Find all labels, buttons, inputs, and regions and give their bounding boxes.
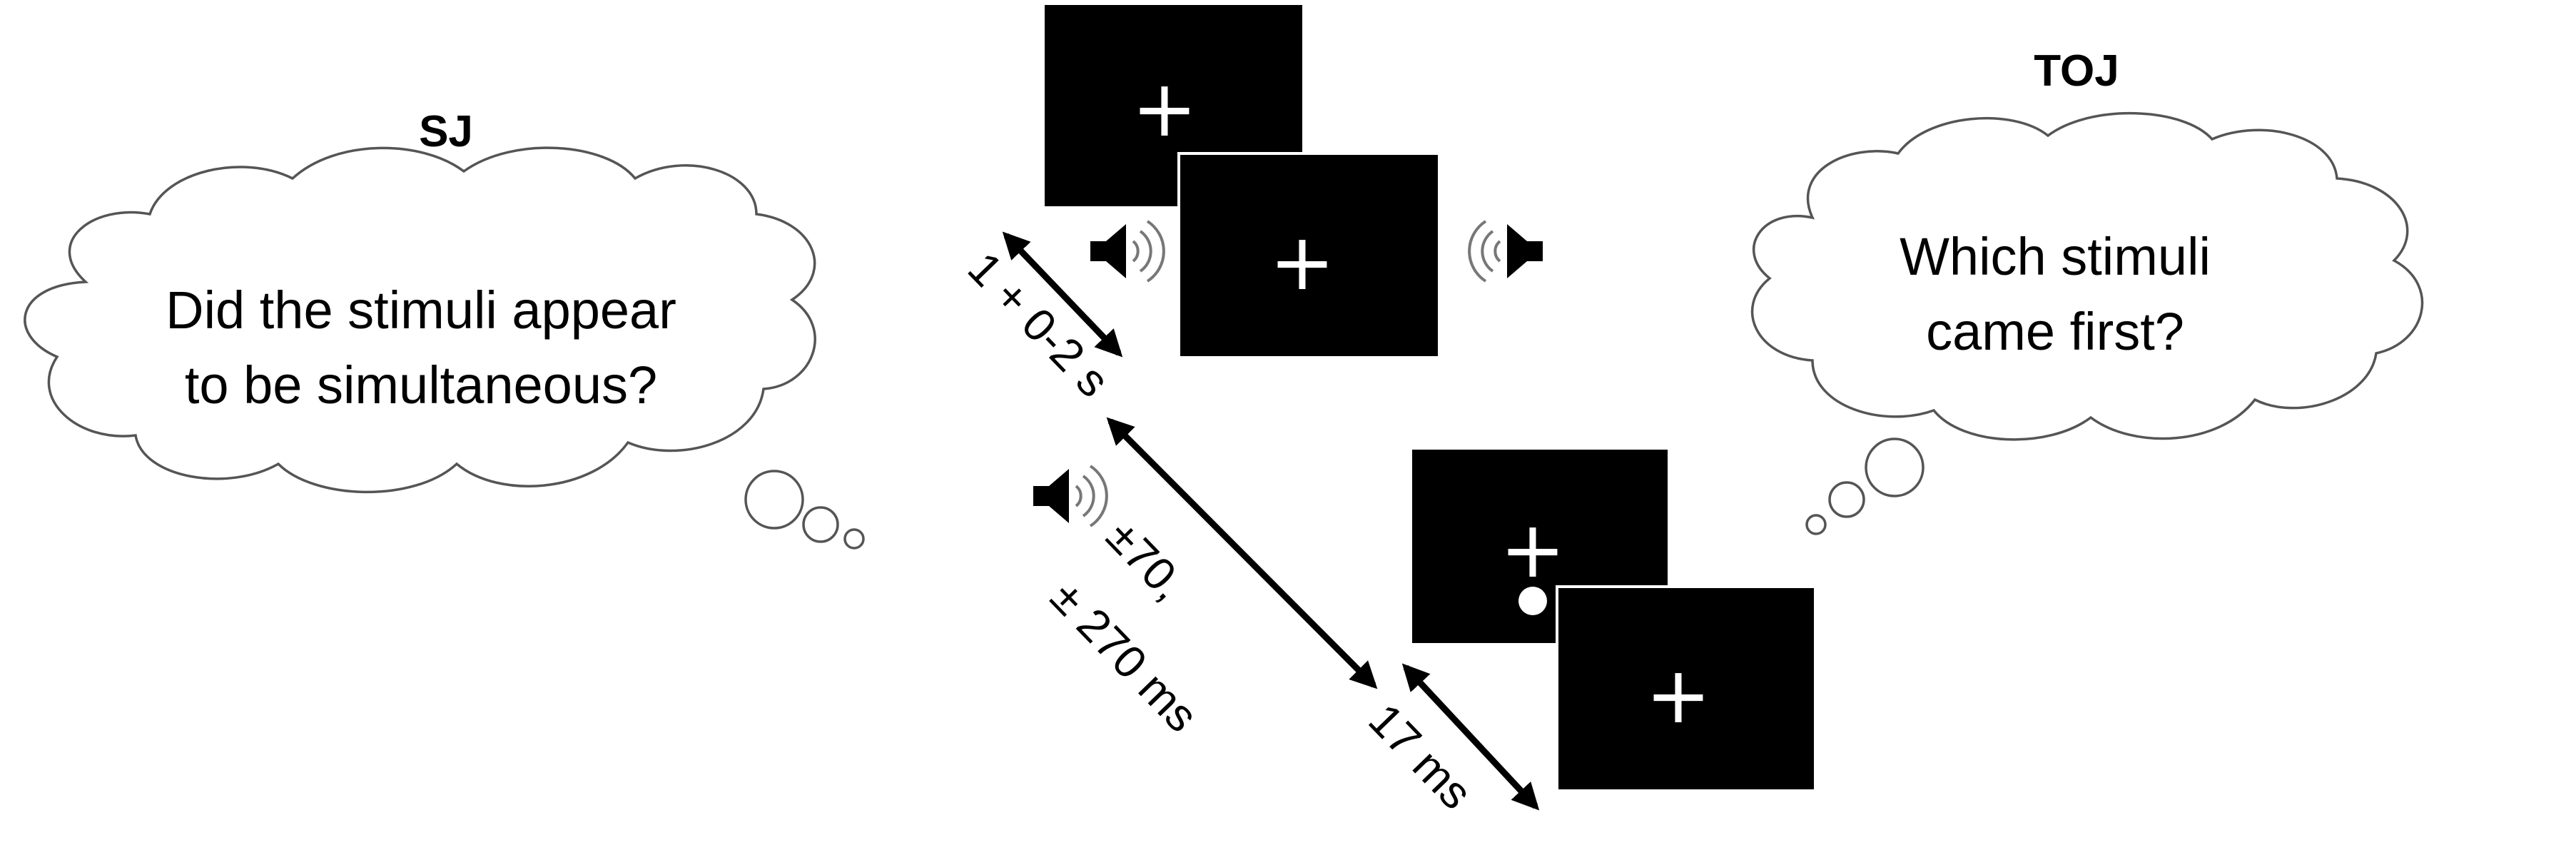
toj-question-line2: came first? (1926, 302, 2184, 361)
fixation-cross: + (1500, 504, 1566, 595)
flash-dot-icon (1518, 587, 1547, 615)
bottom-screen-back: + (1409, 447, 1670, 646)
toj-bubble-medium (1828, 481, 1865, 518)
top-screen-back: + (1042, 2, 1305, 209)
sj-heading: SJ (419, 107, 473, 156)
speaker-icon (1090, 220, 1165, 283)
sj-question-line2: to be simultaneous? (185, 355, 657, 415)
toj-heading: TOJ (2034, 46, 2119, 96)
toj-question-line1: Which stimuli (1900, 227, 2211, 286)
soa-label-line1: ±70, (1097, 510, 1195, 609)
flash-duration-arrow (1401, 663, 1540, 811)
sound-wave-icon (1132, 220, 1165, 283)
toj-thought-cloud: Which stimuli came first? (1750, 111, 2424, 535)
sound-wave-icon (1468, 220, 1501, 283)
soa-label-line2: ± 270 ms (1041, 571, 1208, 742)
toj-cloud-shape (1750, 111, 2424, 441)
interval-arrow (1002, 231, 1123, 358)
bottom-screen-front: + (1556, 585, 1817, 792)
soa-arrow (1106, 417, 1378, 689)
toj-bubble-large (1865, 437, 1925, 497)
sj-thought-cloud: Did the stimuli appear to be simultaneou… (24, 146, 865, 550)
sj-bubble-small (843, 528, 865, 550)
speaker-icon (1033, 465, 1108, 527)
fixation-cross: + (1269, 216, 1335, 308)
top-screen-front: + (1177, 152, 1441, 359)
fixation-cross: + (1646, 649, 1711, 741)
toj-bubble-small (1805, 514, 1827, 535)
sj-bubble-medium (802, 506, 839, 543)
sound-wave-icon (1075, 465, 1108, 527)
fixation-cross: + (1132, 63, 1197, 154)
sj-cloud-shape (24, 146, 816, 494)
speaker-icon (1468, 220, 1543, 283)
sj-question-line1: Did the stimuli appear (166, 280, 676, 340)
flash-duration-label: 17 ms (1359, 694, 1482, 819)
sj-bubble-large (744, 470, 804, 530)
